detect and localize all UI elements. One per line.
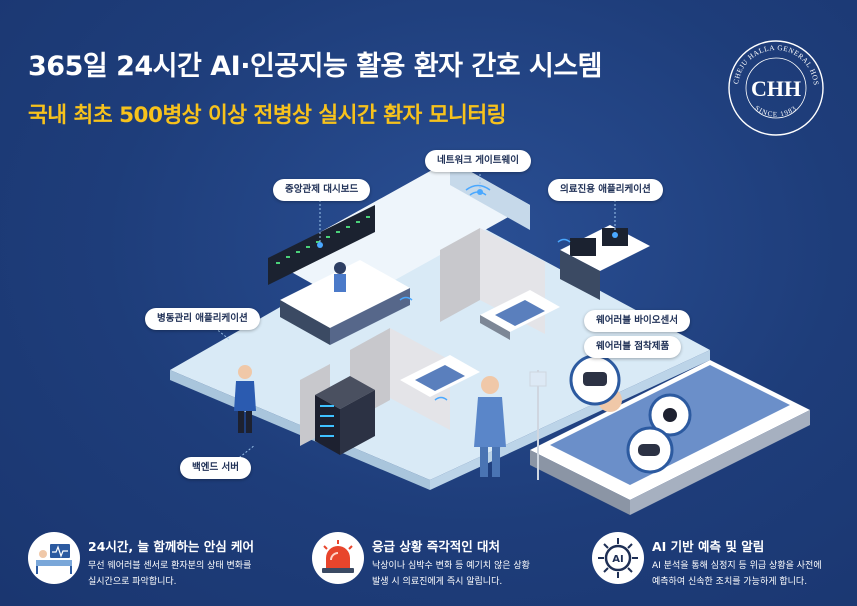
feature-title: 24시간, 늘 함께하는 안심 케어: [88, 539, 255, 554]
backend-server-racks: [315, 376, 375, 455]
emergency-siren-icon: [322, 540, 354, 573]
hospital-floor-illustration: [170, 160, 810, 515]
feature-description: 무선 웨어러블 센서로 환자분의 상태 변화를 실시간으로 파악합니다.: [88, 561, 252, 587]
page-subtitle: 국내 최초 500병상 이상 전병상 실시간 환자 모니터링: [28, 103, 506, 128]
callout-medical-app: 의료진용 애플리케이션: [548, 179, 663, 201]
patient-monitor-icon: [36, 544, 72, 574]
svg-text:AI: AI: [612, 554, 623, 565]
callout-wearable-biosensor: 웨어러블 바이오센서: [584, 310, 690, 332]
hospital-seal-logo: CHEJU HALLA GENERAL HOSPITAL SINCE 1983 …: [726, 38, 824, 136]
feature-description: AI 분석을 통해 심정지 등 위급 상황을 사전에 예측하여 신속한 조치를 …: [652, 561, 822, 587]
callout-central-dashboard: 중앙관제 대시보드: [273, 179, 371, 201]
callout-ward-app: 병동관리 애플리케이션: [145, 308, 260, 330]
callout-network-gateway: 네트워크 게이트웨이: [425, 150, 531, 172]
svg-text:SINCE 1983: SINCE 1983: [753, 104, 798, 119]
feature-description: 낙상이나 심박수 변화 등 예기치 않은 상황 발생 시 의료진에게 즉시 알립…: [372, 561, 530, 587]
callout-wearable-patch: 웨어러블 점착제품: [584, 336, 682, 358]
page-title: 365일 24시간 AI·인공지능 활용 환자 간호 시스템: [28, 51, 602, 82]
callout-backend-server: 백엔드 서버: [180, 457, 252, 479]
feature-title: AI 기반 예측 및 알림: [652, 539, 765, 554]
feature-title: 응급 상황 즉각적인 대처: [372, 539, 501, 554]
ai-chip-icon: AI: [598, 538, 638, 578]
svg-text:CHH: CHH: [751, 76, 801, 101]
nurse-figure: [474, 376, 506, 477]
ward-manager-figure: [234, 365, 256, 433]
